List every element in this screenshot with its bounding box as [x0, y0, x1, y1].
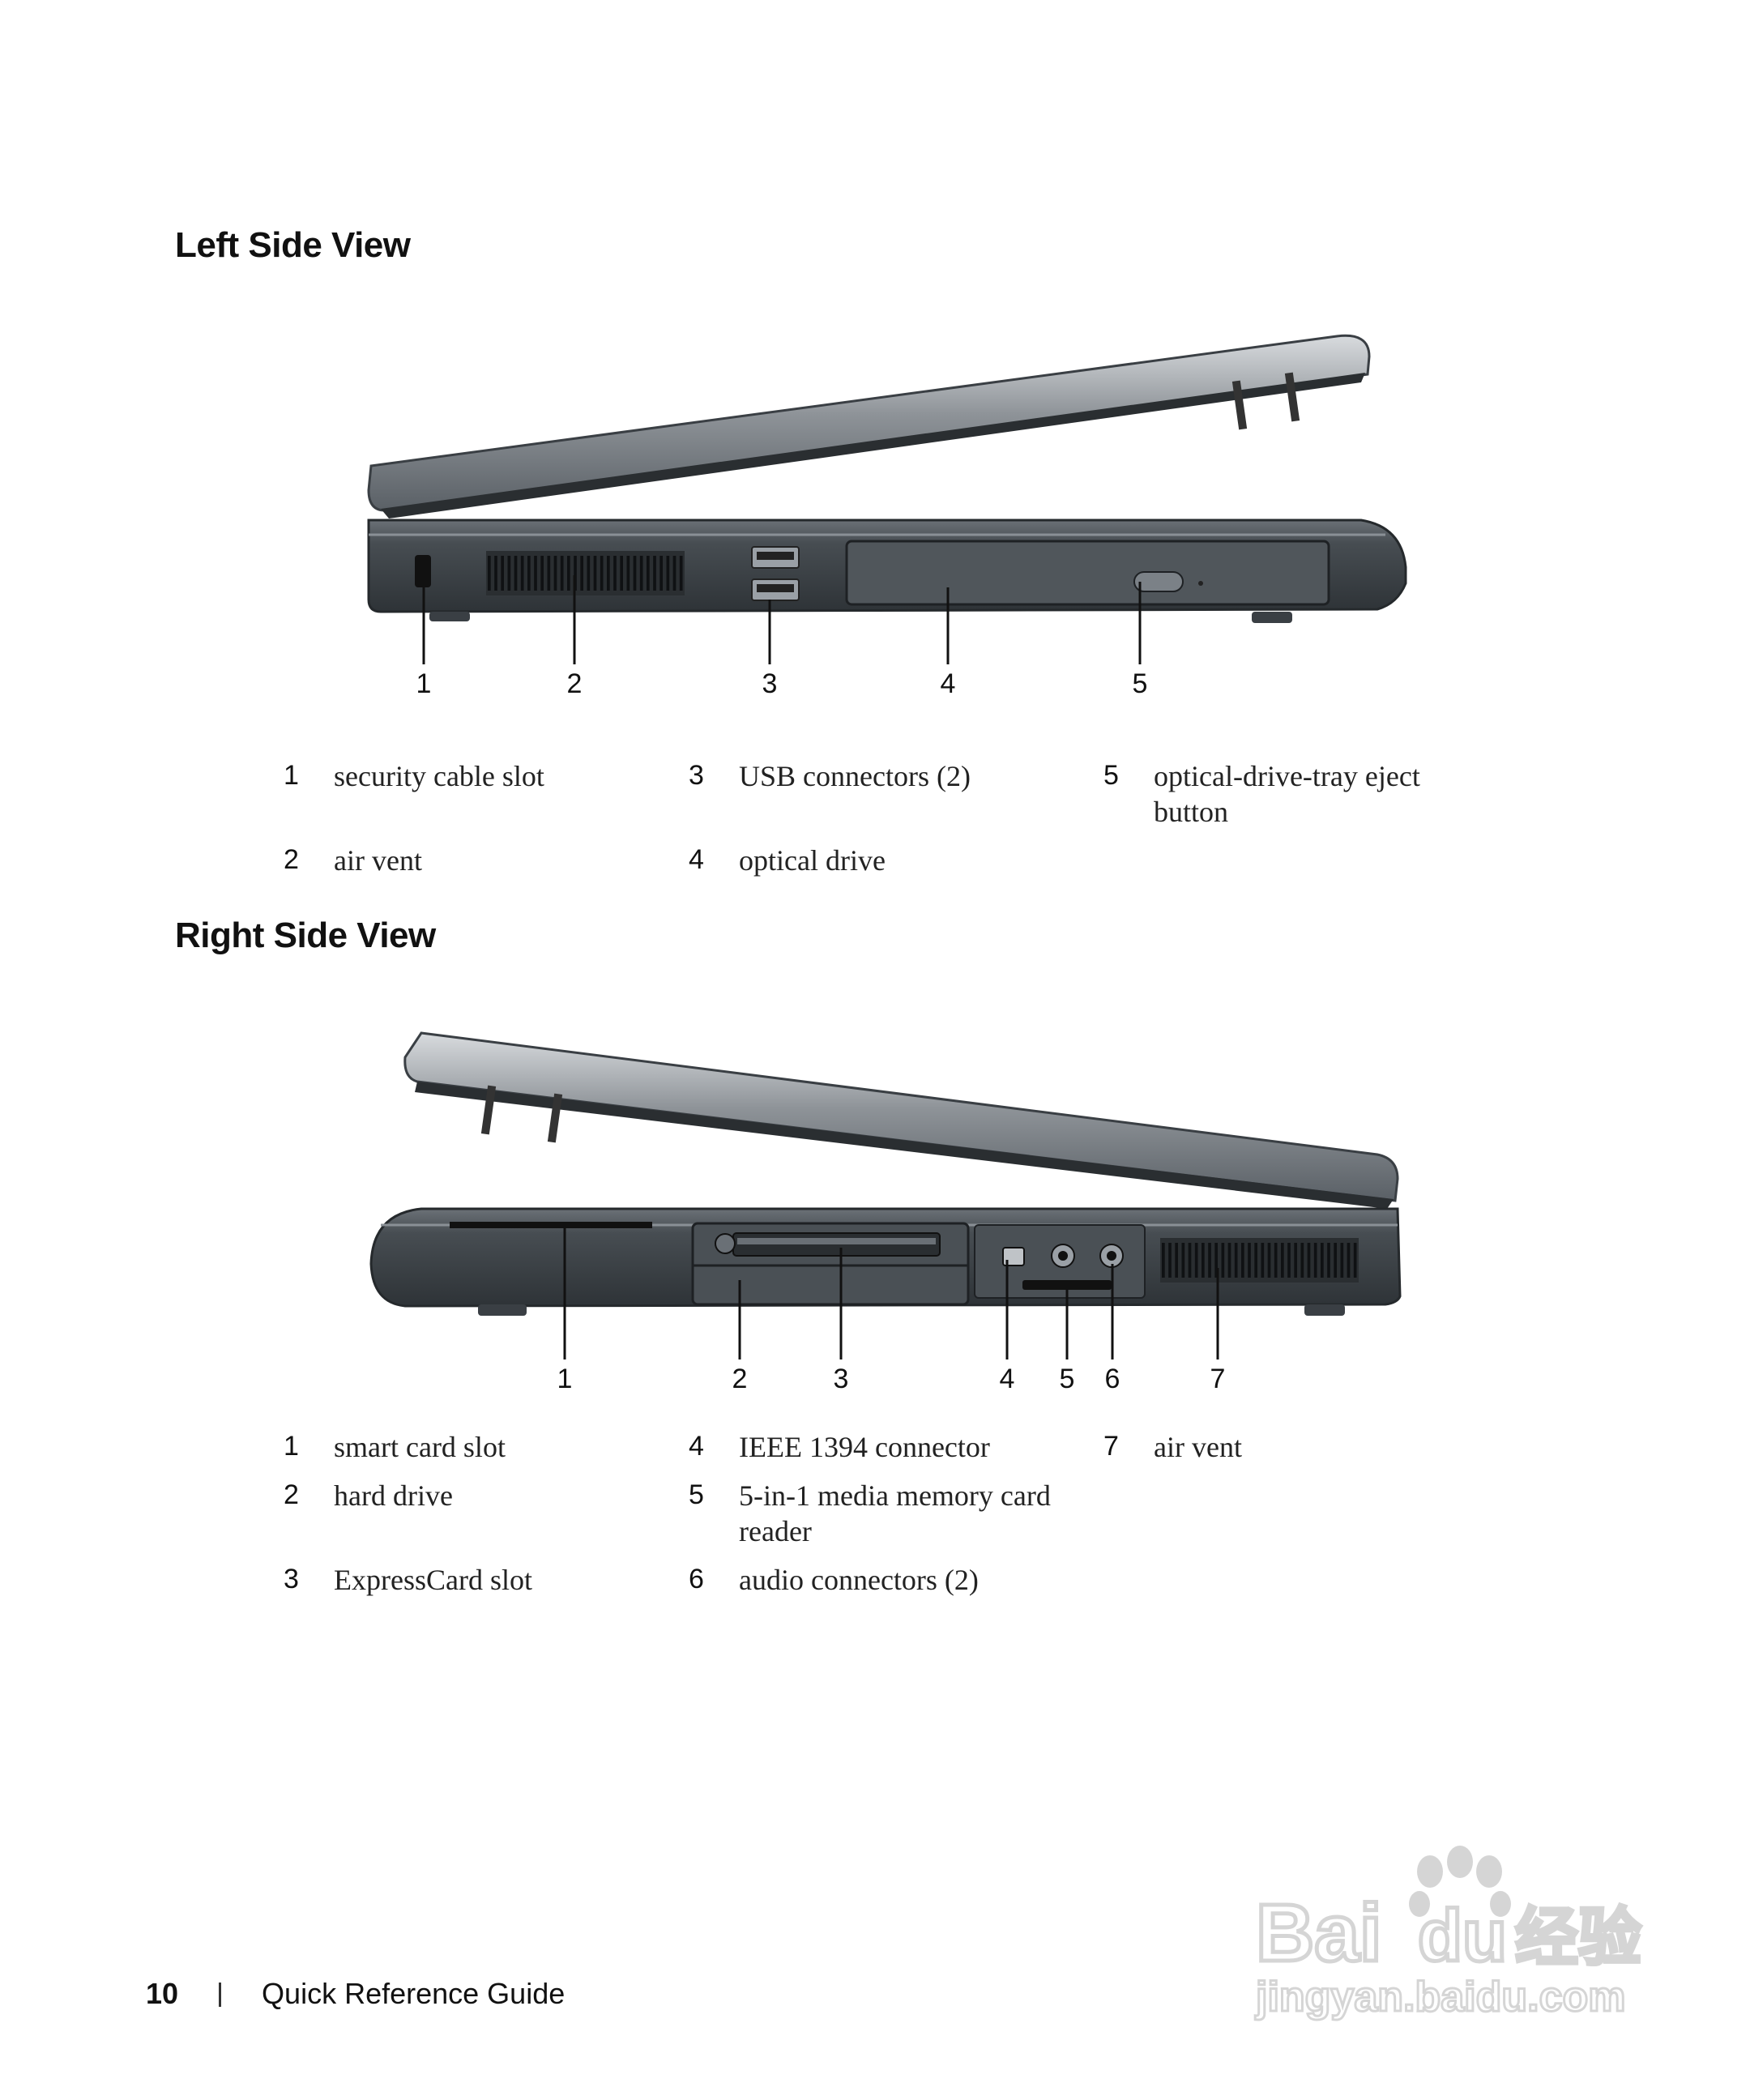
page-footer: 10 Quick Reference Guide — [146, 1977, 565, 2011]
legend-text: IEEE 1394 connector — [739, 1431, 990, 1463]
right-callout-4: 4 — [999, 1364, 1015, 1394]
right-side-view-heading: Right Side View — [175, 916, 436, 955]
legend-text: optical-drive-tray eject button — [1154, 760, 1420, 828]
watermark-du-text: du — [1418, 1896, 1507, 1977]
legend-number: 1 — [284, 1431, 299, 1462]
right-callout-1: 1 — [557, 1364, 573, 1394]
legend-number: 5 — [1103, 760, 1119, 791]
legend-number: 1 — [284, 760, 299, 791]
legend-number: 2 — [284, 1479, 299, 1510]
baidu-paw-logo-icon: Bai du 经验 jingyan.baidu.com — [1254, 1846, 1643, 2022]
page-number: 10 — [146, 1977, 179, 2010]
left-callout-3: 3 — [762, 668, 778, 699]
right-side-figure: 1 2 3 4 5 6 7 — [0, 1021, 1750, 1402]
right-callout-3: 3 — [833, 1364, 849, 1394]
right-callout-5: 5 — [1059, 1364, 1075, 1394]
left-side-figure: 1 2 3 4 5 — [0, 324, 1750, 705]
left-callout-4: 4 — [940, 668, 956, 699]
legend-number: 6 — [689, 1564, 704, 1594]
legend-text: ExpressCard slot — [334, 1564, 532, 1596]
legend-number: 3 — [284, 1564, 299, 1594]
watermark-cn-text: 经验 — [1515, 1902, 1641, 1974]
footer-separator — [219, 1983, 222, 2007]
legend-number: 4 — [689, 844, 704, 875]
left-callout-1: 1 — [416, 668, 432, 699]
legend-number: 7 — [1103, 1431, 1119, 1462]
left-side-laptop-illustration — [367, 334, 1407, 664]
right-callout-6: 6 — [1104, 1364, 1120, 1394]
legend-number: 3 — [689, 760, 704, 791]
legend-number: 4 — [689, 1431, 704, 1462]
left-callout-5: 5 — [1132, 668, 1148, 699]
legend-text: air vent — [1154, 1431, 1242, 1463]
right-callout-2: 2 — [732, 1364, 748, 1394]
baidu-watermark: Bai du 经验 jingyan.baidu.com — [1248, 1839, 1653, 2025]
legend-text: smart card slot — [334, 1431, 506, 1463]
legend-text: hard drive — [334, 1479, 453, 1512]
legend-number: 2 — [284, 844, 299, 875]
legend-text: optical drive — [739, 844, 886, 877]
left-side-view-heading: Left Side View — [175, 225, 411, 265]
watermark-brand-text: Bai — [1256, 1888, 1382, 1978]
right-side-laptop-illustration — [369, 1031, 1402, 1359]
legend-text: audio connectors (2) — [739, 1564, 979, 1596]
legend-text: security cable slot — [334, 760, 544, 792]
legend-text: 5-in-1 media memory card reader — [739, 1479, 1051, 1547]
right-callout-7: 7 — [1210, 1364, 1226, 1394]
legend-text: USB connectors (2) — [739, 760, 971, 792]
left-callout-2: 2 — [566, 668, 583, 699]
footer-title: Quick Reference Guide — [262, 1977, 566, 2010]
legend-number: 5 — [689, 1479, 704, 1510]
legend-text: air vent — [334, 844, 422, 877]
watermark-url: jingyan.baidu.com — [1255, 1974, 1626, 2021]
